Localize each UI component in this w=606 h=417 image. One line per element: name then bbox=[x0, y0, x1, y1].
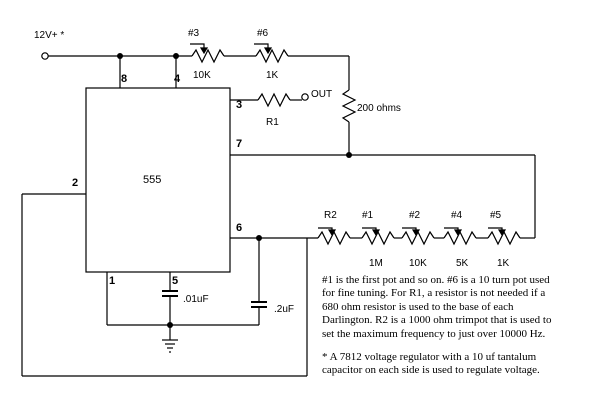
pin-3-label: 3 bbox=[236, 99, 242, 111]
pot-6 bbox=[254, 43, 289, 64]
pot-4-name: #4 bbox=[451, 210, 463, 221]
out-label: OUT bbox=[311, 89, 332, 100]
pot-2-name: #2 bbox=[409, 210, 421, 221]
c2-label: .2uF bbox=[274, 304, 294, 315]
pot-2 bbox=[401, 227, 435, 246]
pot-6-name: #6 bbox=[257, 28, 269, 39]
pot-3-name: #3 bbox=[188, 28, 200, 39]
notes-line: capacitor on each side is used to regula… bbox=[322, 364, 540, 377]
out-terminal bbox=[301, 93, 309, 101]
notes-block: #1 is the first pot and so on. #6 is a 1… bbox=[322, 274, 606, 378]
pot-4 bbox=[443, 227, 477, 246]
notes-paragraph-1: #1 is the first pot and so on. #6 is a 1… bbox=[322, 274, 606, 341]
ground-icon bbox=[162, 339, 178, 353]
pot-1 bbox=[361, 227, 395, 246]
pot-5 bbox=[487, 227, 521, 246]
pot-5-value: 1K bbox=[497, 258, 510, 269]
pin-8-label: 8 bbox=[121, 73, 127, 85]
pin-7-label: 7 bbox=[236, 138, 242, 150]
resistor-200-ohms bbox=[341, 89, 357, 123]
supply-terminal bbox=[41, 52, 49, 60]
junction-dot bbox=[173, 53, 179, 59]
resistor-r1 bbox=[257, 92, 291, 108]
r200-label: 200 ohms bbox=[357, 103, 401, 114]
notes-line: 680 ohm resistor is used to the base of … bbox=[322, 300, 514, 313]
pot-6-value: 1K bbox=[266, 70, 279, 81]
pot-3-value: 10K bbox=[193, 70, 211, 81]
notes-line: #1 is the first pot and so on. #6 is a 1… bbox=[322, 274, 550, 286]
notes-paragraph-2: * A 7812 voltage regulator with a 10 uf … bbox=[322, 351, 606, 378]
pot-1-name: #1 bbox=[362, 210, 374, 221]
pot-2-value: 10K bbox=[409, 258, 427, 269]
pin-5-label: 5 bbox=[172, 275, 178, 287]
junction-dot bbox=[117, 53, 123, 59]
capacitor-c2 bbox=[251, 301, 267, 308]
pot-r2 bbox=[317, 227, 351, 246]
pot-4-value: 5K bbox=[456, 258, 469, 269]
notes-line: set the maximum frequency to just over 1… bbox=[322, 327, 546, 340]
pin-4-label: 4 bbox=[174, 73, 181, 85]
pin-1-label: 1 bbox=[109, 275, 115, 287]
notes-line: Darlington. R2 is a 1000 ohm trimpot tha… bbox=[322, 314, 552, 327]
c1-label: .01uF bbox=[183, 294, 209, 305]
pot-r2-name: R2 bbox=[324, 210, 337, 221]
junction-dot bbox=[346, 152, 352, 158]
pin-2-label: 2 bbox=[72, 177, 78, 189]
r1-label: R1 bbox=[266, 117, 279, 128]
pot-3 bbox=[190, 43, 225, 64]
junction-dot bbox=[167, 322, 173, 328]
pot-1-value: 1M bbox=[369, 258, 383, 269]
pin-6-label: 6 bbox=[236, 222, 242, 234]
notes-line: for fine tuning. For R1, a resistor is n… bbox=[322, 287, 546, 300]
capacitor-c1 bbox=[162, 290, 178, 297]
pot-5-name: #5 bbox=[490, 210, 502, 221]
ic-label: 555 bbox=[143, 174, 161, 186]
supply-label: 12V+ * bbox=[34, 30, 64, 41]
junction-dot bbox=[256, 235, 262, 241]
notes-line: * A 7812 voltage regulator with a 10 uf … bbox=[322, 351, 537, 364]
ic-555-body bbox=[85, 87, 231, 273]
